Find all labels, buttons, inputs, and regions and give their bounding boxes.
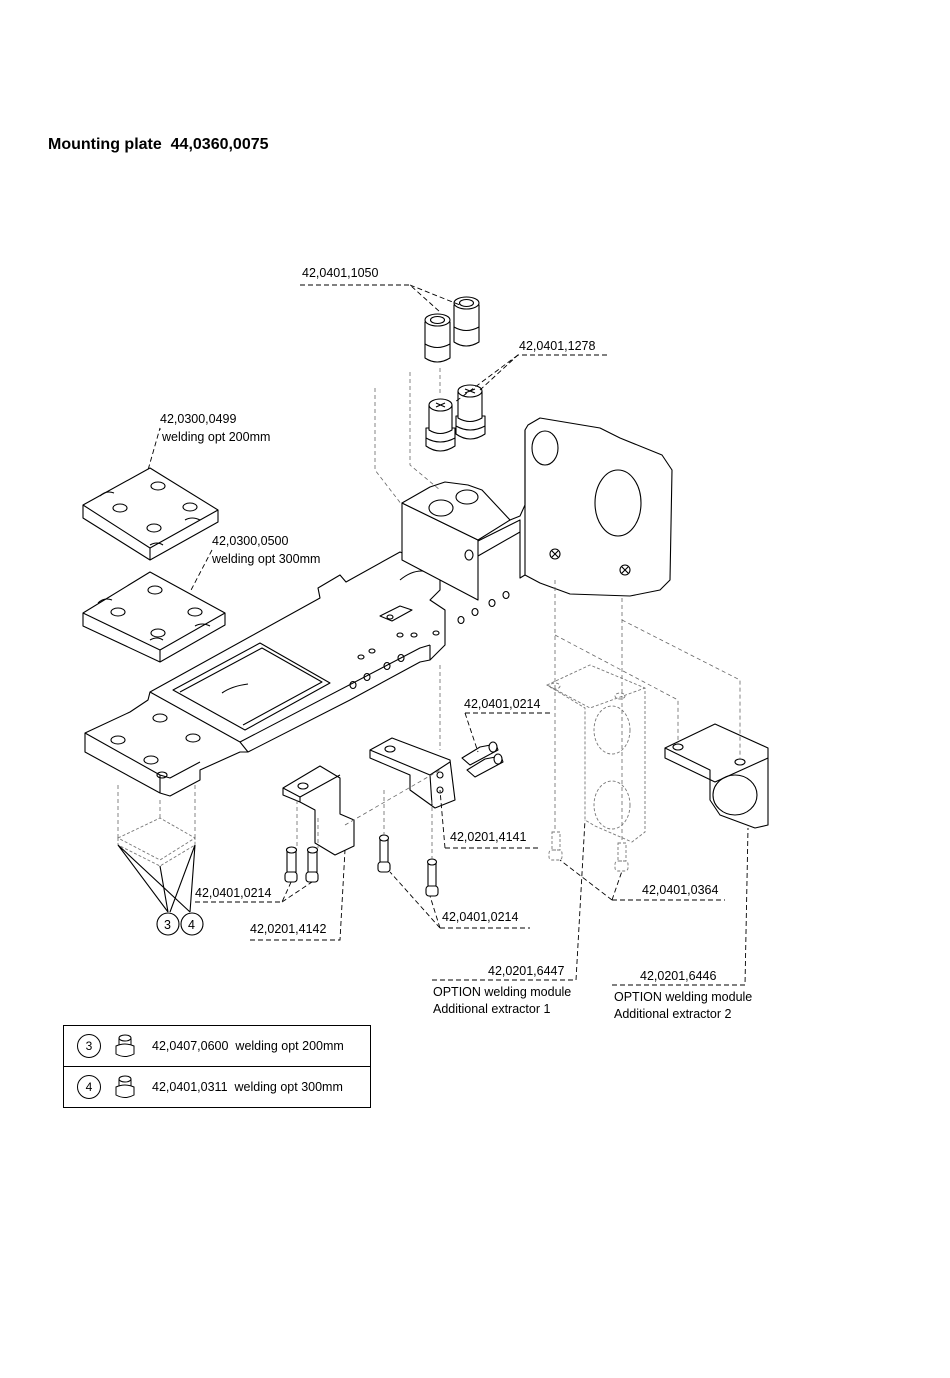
fitting-1278-right (455, 384, 486, 440)
label-4142: 42,0201,4142 (250, 922, 327, 936)
dashed-leaders (117, 284, 749, 986)
base-plate (84, 519, 521, 797)
extractor-2-bracket (664, 723, 769, 829)
label-6447-line2: Additional extractor 1 (433, 1002, 550, 1016)
screws-0214-left (284, 846, 319, 883)
label-1050: 42,0401,1050 (302, 266, 379, 280)
legend-text: 42,0407,0600 welding opt 200mm (152, 1039, 344, 1053)
label-0364: 42,0401,0364 (642, 883, 719, 897)
callout-4: 4 (188, 918, 195, 932)
label-6447: 42,0201,6447 (488, 964, 565, 978)
legend-number: 4 (77, 1075, 101, 1099)
label-0214-c: 42,0401,0214 (442, 910, 519, 924)
insert-nut-icon (115, 1075, 135, 1098)
callout-3: 3 (164, 918, 171, 932)
callout-circles: 3 4 (156, 912, 204, 936)
label-4141: 42,0201,4141 (450, 830, 527, 844)
screws-0214-horizontal (461, 741, 504, 778)
label-6446-line1: OPTION welding module (614, 990, 752, 1004)
part-labels: 42,0401,1050 42,0401,1278 42,0300,0499 w… (160, 266, 752, 1021)
label-0499-note: welding opt 200mm (161, 430, 270, 444)
fitting-1050-left (424, 313, 451, 363)
fitting-1278-left (425, 398, 456, 452)
screws-0214-center (377, 834, 439, 897)
label-1278: 42,0401,1278 (519, 339, 596, 353)
fitting-1050-right (453, 296, 480, 347)
legend-table: 3 42,0407,0600 welding opt 200mm 4 42,04… (63, 1025, 371, 1108)
legend-number: 3 (77, 1034, 101, 1058)
legend-row: 4 42,0401,0311 welding opt 300mm (64, 1066, 370, 1107)
plate-0499 (82, 467, 219, 561)
legend-row: 3 42,0407,0600 welding opt 200mm (64, 1026, 370, 1066)
block-4141 (369, 737, 456, 809)
label-0500-note: welding opt 300mm (211, 552, 320, 566)
screws-0364 (548, 831, 629, 872)
upright-bracket (401, 417, 673, 601)
insert-nut-icon (115, 1034, 135, 1057)
label-6446: 42,0201,6446 (640, 969, 717, 983)
label-0214-a: 42,0401,0214 (464, 697, 541, 711)
page-title: Mounting plate 44,0360,0075 (48, 136, 269, 153)
label-6446-line2: Additional extractor 2 (614, 1007, 731, 1021)
label-0500: 42,0300,0500 (212, 534, 289, 548)
extractor-1-bracket (546, 664, 646, 843)
label-6447-line1: OPTION welding module (433, 985, 571, 999)
label-0499: 42,0300,0499 (160, 412, 237, 426)
hole-ghost-box (116, 817, 196, 867)
block-4142 (282, 765, 355, 856)
plate-0500 (82, 571, 226, 663)
label-0214-b: 42,0401,0214 (195, 886, 272, 900)
legend-text: 42,0401,0311 welding opt 300mm (152, 1080, 343, 1094)
